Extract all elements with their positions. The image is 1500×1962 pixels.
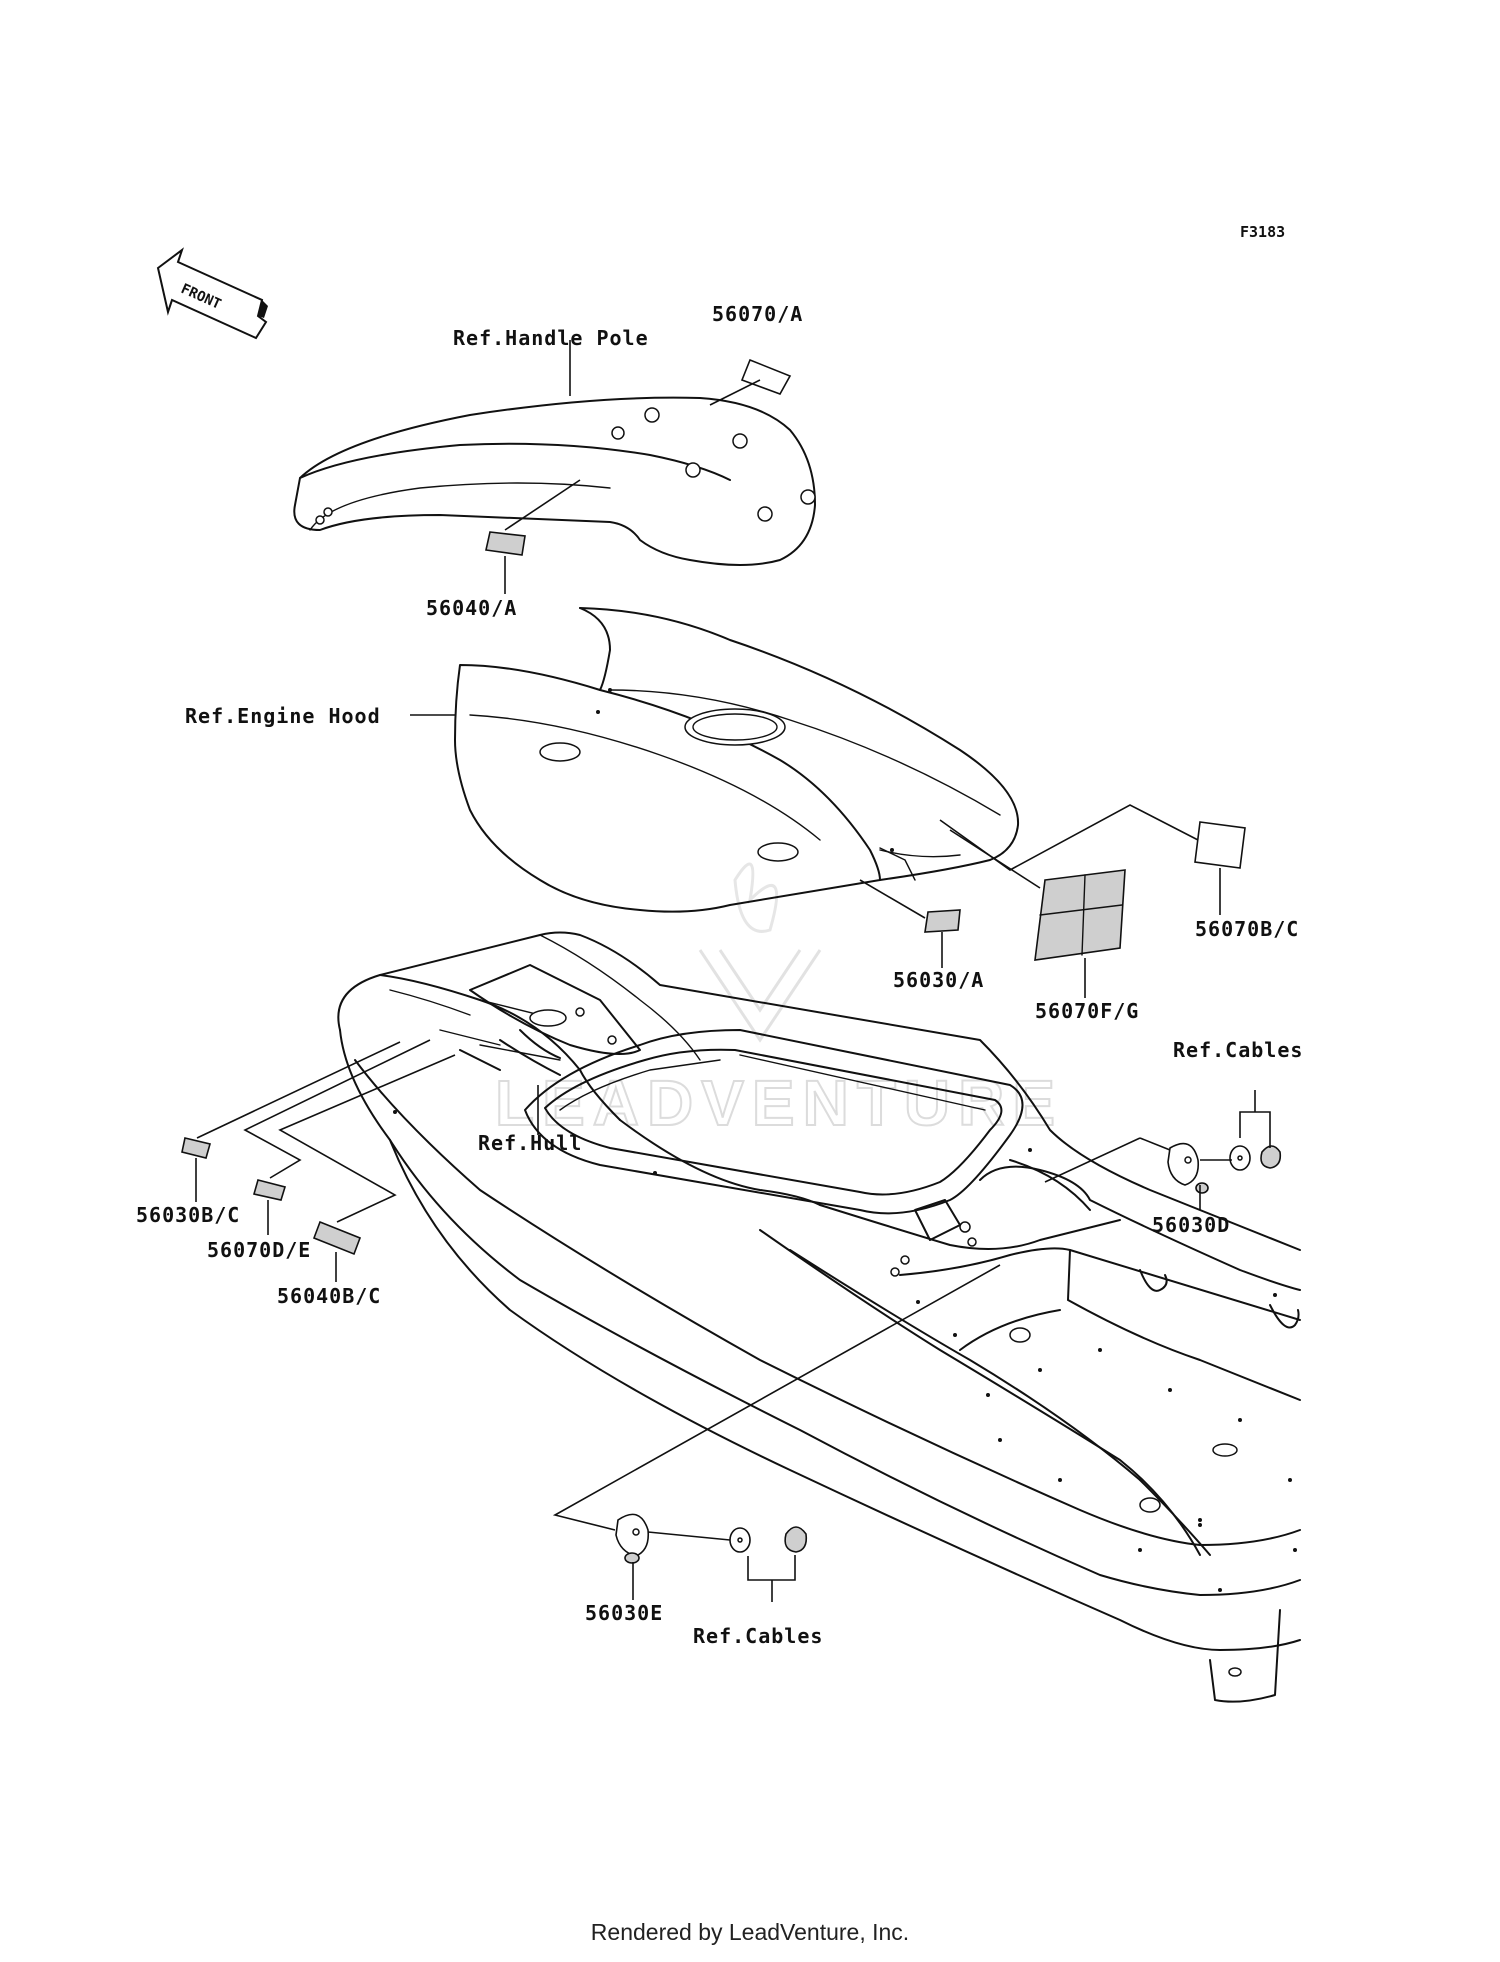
leader-56030-e-to-hull	[552, 1264, 1001, 1531]
label-cables-bottom: Ref.Cables	[693, 1624, 823, 1648]
label-56070-fg: 56070F/G	[1035, 999, 1139, 1023]
leader-56070-bc	[939, 804, 1199, 871]
watermark: LEADVENTURE	[494, 862, 1063, 1140]
diagram-code: F3183	[1240, 223, 1285, 241]
front-arrow-icon: FRONT	[156, 247, 268, 340]
decal-56030-a	[924, 909, 961, 933]
label-56040-bc: 56040B/C	[277, 1284, 381, 1308]
leader-56030-d-stub	[1139, 1137, 1171, 1151]
label-56070-de: 56070D/E	[207, 1238, 311, 1262]
leader-56070-fg	[949, 829, 1041, 889]
label-hull: Ref.Hull	[478, 1131, 582, 1155]
label-56070-bc: 56070B/C	[1195, 917, 1299, 941]
decal-56030-bc	[181, 1137, 211, 1159]
label-56030-d: 56030D	[1152, 1213, 1230, 1237]
decal-56070-fg	[1034, 869, 1126, 961]
hull-outline	[337, 931, 1301, 1703]
label-engine-hood: Ref.Engine Hood	[185, 704, 381, 728]
label-56030-a: 56030/A	[893, 968, 984, 992]
leader-56040-bc	[278, 1054, 456, 1223]
grommet-56030-d	[1167, 1142, 1282, 1194]
leader-56070-a	[709, 379, 761, 406]
watermark-text: LEADVENTURE	[495, 1067, 1063, 1139]
leader-56030-d-to-hull	[1044, 1137, 1141, 1183]
decal-56040-a	[485, 531, 526, 556]
label-56070-a: 56070/A	[712, 302, 803, 326]
decal-56070-de	[252, 1179, 287, 1201]
leader-cables-bottom	[747, 1555, 796, 1602]
leader-56030-a	[859, 879, 926, 919]
label-56030-bc: 56030B/C	[136, 1203, 240, 1227]
label-handle-pole: Ref.Handle Pole	[453, 326, 649, 350]
label-56030-e: 56030E	[585, 1601, 663, 1625]
leader-cables-right	[1239, 1090, 1271, 1148]
decal-56070-bc	[1194, 821, 1246, 869]
leader-56030-bc	[196, 1041, 401, 1139]
engine-hood-outline	[454, 607, 1020, 913]
grommet-56030-e	[615, 1513, 808, 1564]
footer-credit: Rendered by LeadVenture, Inc.	[591, 1919, 909, 1945]
label-cables-right: Ref.Cables	[1173, 1038, 1303, 1062]
leader-56070-de	[243, 1039, 431, 1179]
handle-pole-outline	[293, 396, 816, 566]
leader-56040-a-to-pole	[504, 479, 581, 531]
label-56040-a: 56040/A	[426, 596, 517, 620]
decal-56040-bc	[312, 1220, 362, 1256]
leader-56030-e-joint	[647, 1531, 731, 1541]
decal-56070-a	[740, 358, 792, 395]
